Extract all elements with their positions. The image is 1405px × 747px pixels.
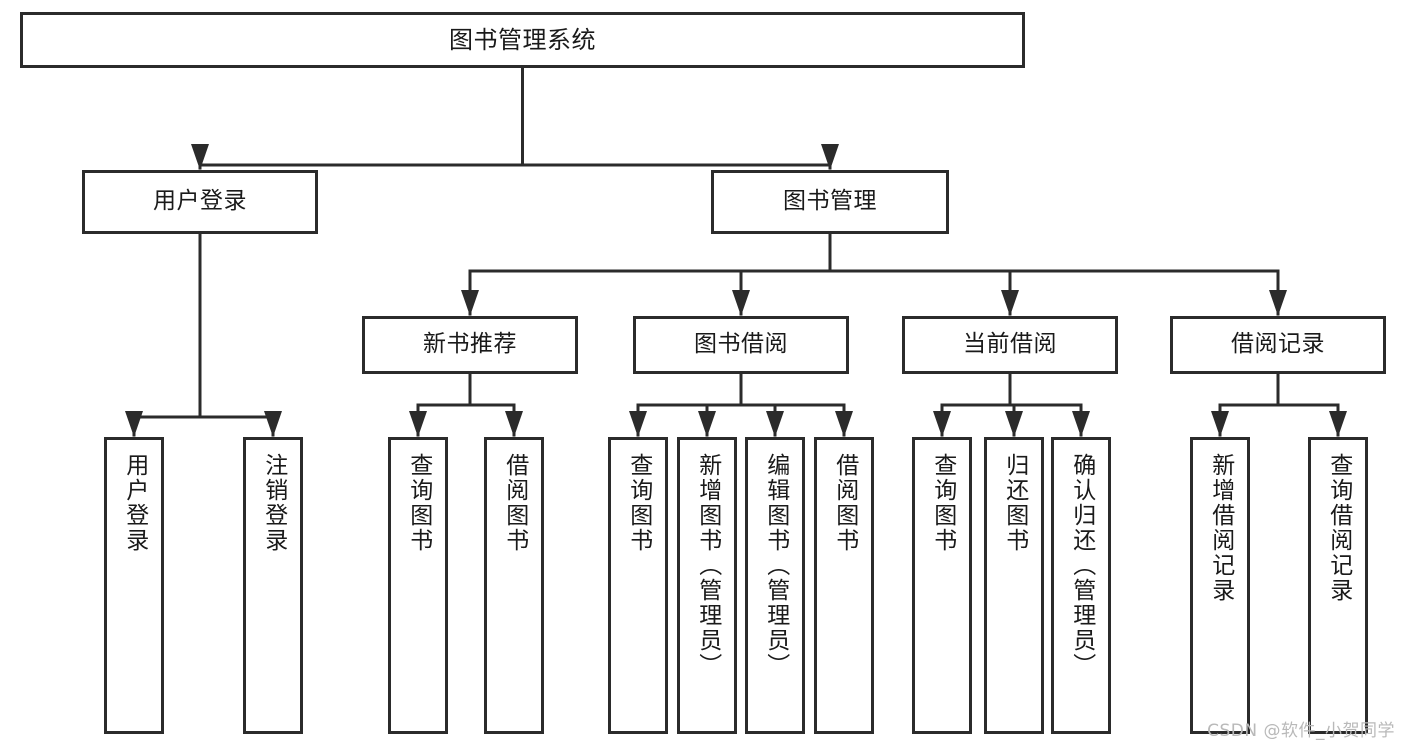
node-borrow[interactable]: 图书借阅 [633,316,849,374]
node-l-edit[interactable]: 编辑图书（管理员） [745,437,805,734]
node-label: 编辑图书（管理员） [762,453,789,678]
node-l-borrow1[interactable]: 借阅图书 [484,437,544,734]
node-login[interactable]: 用户登录 [82,170,318,234]
node-newbook[interactable]: 新书推荐 [362,316,578,374]
node-l-return[interactable]: 归还图书 [984,437,1044,734]
arrowhead-edge-newbook-to-borrow [505,411,523,437]
arrowhead-edge-root-to-bookmgmt [821,144,839,170]
node-label: 用户登录 [153,188,247,215]
node-label: 新书推荐 [423,331,517,358]
node-current[interactable]: 当前借阅 [902,316,1118,374]
arrowhead-edge-root-to-login [191,144,209,170]
arrowhead-edge-current-to-confirm [1072,411,1090,437]
node-l-query1[interactable]: 查询图书 [388,437,448,734]
node-l-borrow2[interactable]: 借阅图书 [814,437,874,734]
node-l-login[interactable]: 用户登录 [104,437,164,734]
node-label: 新增借阅记录 [1207,453,1234,603]
arrowhead-edge-bookmgmt-to-current [1001,290,1019,316]
arrowhead-edge-current-to-return [1005,411,1023,437]
node-label: 借阅图书 [831,453,858,553]
node-label: 查询图书 [405,453,432,553]
arrowhead-edge-borrow-to-edit [766,411,784,437]
node-label: 用户登录 [121,453,148,553]
arrowhead-edge-bookmgmt-to-borrow [732,290,750,316]
node-label: 查询图书 [625,453,652,553]
arrowhead-edge-login-to-logout [264,411,282,437]
node-label: 新增图书（管理员） [694,453,721,678]
arrowhead-edge-bookmgmt-to-records [1269,290,1287,316]
node-label: 当前借阅 [963,331,1057,358]
node-l-addrec[interactable]: 新增借阅记录 [1190,437,1250,734]
arrowhead-edge-current-to-query [933,411,951,437]
node-label: 借阅图书 [501,453,528,553]
node-label: 图书借阅 [694,331,788,358]
node-l-add[interactable]: 新增图书（管理员） [677,437,737,734]
node-l-query3[interactable]: 查询图书 [912,437,972,734]
arrowhead-edge-borrow-to-add [698,411,716,437]
node-label: 确认归还（管理员） [1068,453,1095,678]
node-label: 图书管理系统 [449,25,596,54]
node-records[interactable]: 借阅记录 [1170,316,1386,374]
node-bookmgmt[interactable]: 图书管理 [711,170,949,234]
node-label: 归还图书 [1001,453,1028,553]
node-label: 图书管理 [783,188,877,215]
arrowhead-edge-borrow-to-query [629,411,647,437]
node-label: 查询借阅记录 [1325,453,1352,603]
arrowhead-edge-records-to-queryrecord [1329,411,1347,437]
arrowhead-edge-bookmgmt-to-newbook [461,290,479,316]
node-l-query2[interactable]: 查询图书 [608,437,668,734]
arrowhead-edge-records-to-addrecord [1211,411,1229,437]
arrowhead-edge-borrow-to-borrowbook [835,411,853,437]
node-l-confirm[interactable]: 确认归还（管理员） [1051,437,1111,734]
node-l-logout[interactable]: 注销登录 [243,437,303,734]
arrowhead-edge-login-to-userlogin [125,411,143,437]
arrowhead-edge-newbook-to-query [409,411,427,437]
node-label: 注销登录 [260,453,287,553]
node-label: 借阅记录 [1231,331,1325,358]
node-root[interactable]: 图书管理系统 [20,12,1025,68]
node-label: 查询图书 [929,453,956,553]
node-l-queryrec[interactable]: 查询借阅记录 [1308,437,1368,734]
